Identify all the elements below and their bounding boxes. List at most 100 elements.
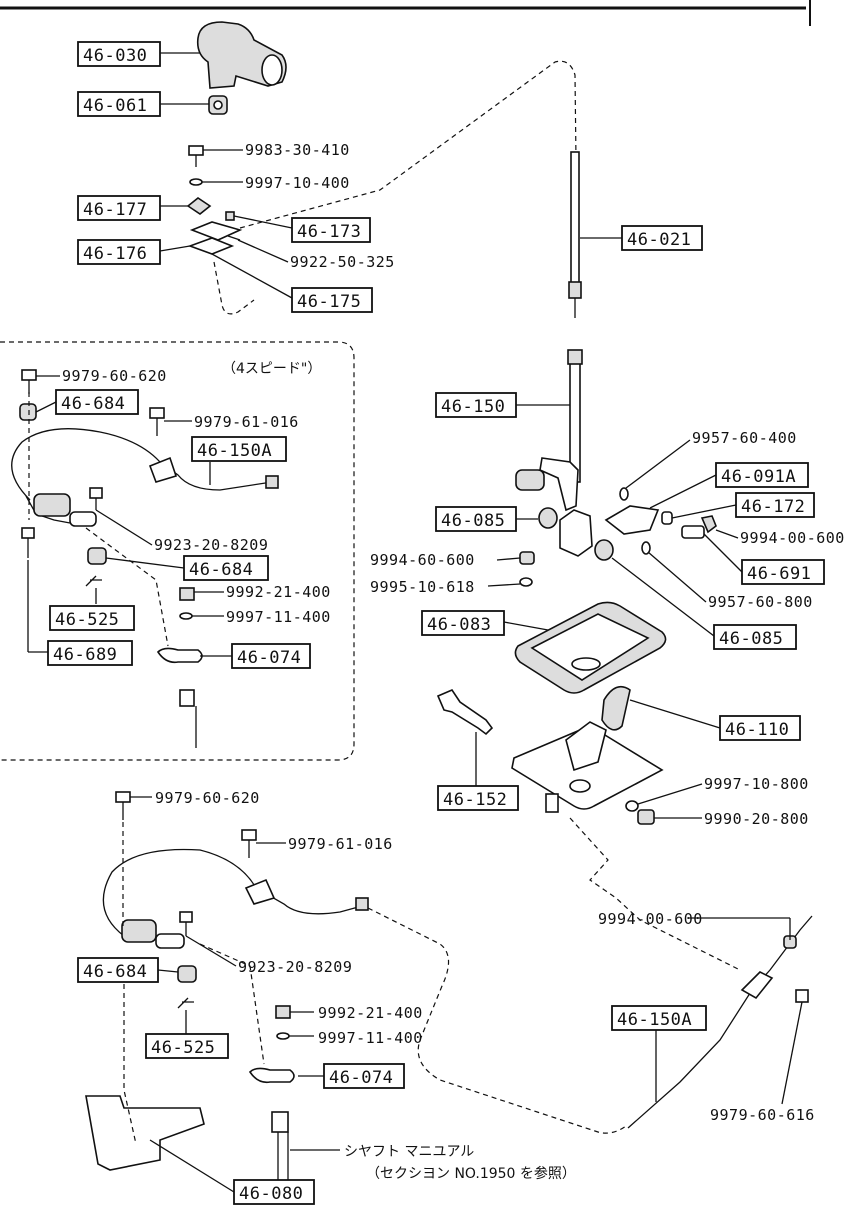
part-46-074-a-label: 46-074 <box>237 648 301 668</box>
part-46-091A: 46-091A <box>715 462 809 488</box>
boot-plate-46083 <box>514 601 667 694</box>
part-46-684-a: 46-684 <box>55 389 139 415</box>
plain-9979-60-620-b: 9979-60-620 <box>155 789 260 807</box>
part-46-021-label: 46-021 <box>627 230 691 250</box>
plain-9957-60-800: 9957-60-800 <box>708 593 813 611</box>
part-46-061: 46-061 <box>77 91 161 117</box>
knob-nut <box>208 95 228 115</box>
shift-manual-note: シヤフト マニユアル <box>344 1144 474 1160</box>
pin-46152 <box>436 689 494 736</box>
part-46-173: 46-173 <box>291 217 371 243</box>
part-46-177: 46-177 <box>77 195 161 221</box>
plain-9994-00-600-b: 9994-00-600 <box>598 910 703 928</box>
section-ref-note: （セクシヨン NO.1950 を参照） <box>366 1165 576 1182</box>
part-46-021: 46-021 <box>621 225 703 251</box>
right-cable-46150A <box>627 915 813 1129</box>
part-46-085-a-label: 46-085 <box>441 511 505 531</box>
main-cable <box>102 848 369 949</box>
part-46-083-label: 46-083 <box>427 615 491 635</box>
plain-9994-60-600: 9994-60-600 <box>370 551 475 569</box>
bushings-right <box>538 487 651 561</box>
four-speed-frame <box>0 341 355 761</box>
plain-9992-21-400-b: 9992-21-400 <box>318 1004 423 1022</box>
part-46-150: 46-150 <box>435 392 517 418</box>
part-46-177-label: 46-177 <box>83 200 147 220</box>
part-46-074-b: 46-074 <box>323 1063 405 1089</box>
part-46-172-label: 46-172 <box>741 497 805 517</box>
part-46-110-label: 46-110 <box>725 720 789 740</box>
plain-9979-60-620-a: 9979-60-620 <box>62 367 167 385</box>
part-46-176: 46-176 <box>77 239 161 265</box>
part-46-085-b-label: 46-085 <box>719 629 783 649</box>
part-46-080-label: 46-080 <box>239 1184 303 1204</box>
rod-46021 <box>568 151 582 318</box>
four-speed-leaders <box>27 375 232 657</box>
shift-knob <box>196 21 287 89</box>
part-46-173-label: 46-173 <box>297 222 361 242</box>
part-46-525-a: 46-525 <box>49 605 135 631</box>
part-46-691-label: 46-691 <box>747 564 811 584</box>
bracket-46091A <box>604 505 717 539</box>
part-46-684-c: 46-684 <box>77 957 159 983</box>
base-46110 <box>511 685 664 813</box>
plain-9983-30-410: 9983-30-410 <box>245 141 350 159</box>
plain-9957-60-400: 9957-60-400 <box>692 429 797 447</box>
part-46-684-c-label: 46-684 <box>83 962 147 982</box>
right-small-hardware <box>519 551 535 587</box>
plain-9922-50-325: 9922-50-325 <box>290 253 395 271</box>
right-leaders <box>475 404 743 819</box>
part-46-150-label: 46-150 <box>441 397 505 417</box>
part-46-691: 46-691 <box>741 559 825 585</box>
part-46-689: 46-689 <box>47 640 133 666</box>
bottom-leaders <box>122 796 803 1193</box>
part-46-689-label: 46-689 <box>53 645 117 665</box>
part-46-085-a: 46-085 <box>435 506 517 532</box>
part-46-074-a: 46-074 <box>231 643 311 669</box>
part-46-150A-b-label: 46-150A <box>617 1010 692 1030</box>
part-46-061-label: 46-061 <box>83 96 147 116</box>
part-46-684-a-label: 46-684 <box>61 394 125 414</box>
part-46-030-label: 46-030 <box>83 46 147 66</box>
plain-9995-10-618: 9995-10-618 <box>370 578 475 596</box>
plain-9997-10-800: 9997-10-800 <box>704 775 809 793</box>
plain-9979-61-016-a: 9979-61-016 <box>194 413 299 431</box>
plain-9979-60-616: 9979-60-616 <box>710 1106 815 1124</box>
four-speed-note: （4スピード"） <box>222 361 321 377</box>
part-46-150A-a-label: 46-150A <box>197 441 272 461</box>
part-46-175-label: 46-175 <box>297 292 361 312</box>
part-46-525-b-label: 46-525 <box>151 1038 215 1058</box>
plain-9923-20-8209-b: 9923-20-8209 <box>238 958 352 976</box>
plain-9997-10-400: 9997-10-400 <box>245 174 350 192</box>
base-nuts <box>625 800 655 825</box>
part-46-684-b: 46-684 <box>183 555 269 581</box>
plain-9992-21-400-a: 9992-21-400 <box>226 583 331 601</box>
part-46-110: 46-110 <box>719 715 801 741</box>
part-46-684-b-label: 46-684 <box>189 560 253 580</box>
plain-9923-20-8209-a: 9923-20-8209 <box>154 536 268 554</box>
part-46-091A-label: 46-091A <box>721 467 796 487</box>
part-46-080: 46-080 <box>233 1179 315 1205</box>
part-46-525-a-label: 46-525 <box>55 610 119 630</box>
plain-9979-61-016-b: 9979-61-016 <box>288 835 393 853</box>
plain-9994-00-600-a: 9994-00-600 <box>740 529 845 547</box>
part-46-074-b-label: 46-074 <box>329 1068 393 1088</box>
part-46-083: 46-083 <box>421 610 505 636</box>
part-46-172: 46-172 <box>735 492 815 518</box>
washer-9997-10 <box>189 178 203 186</box>
leaders-top-left <box>159 52 293 299</box>
part-46-085-b: 46-085 <box>713 624 797 650</box>
shift-lever-46150 <box>515 349 593 557</box>
bracket-46080 <box>85 1095 289 1180</box>
part-46-525-b: 46-525 <box>145 1033 229 1059</box>
plain-9997-11-400-a: 9997-11-400 <box>226 608 331 626</box>
part-46-150A-a: 46-150A <box>191 436 287 462</box>
dash-knob-rod <box>239 60 577 229</box>
four-speed-fasteners <box>19 369 203 748</box>
plain-9990-20-800: 9990-20-800 <box>704 810 809 828</box>
plate-46177 <box>186 197 212 215</box>
part-46-152: 46-152 <box>437 785 519 811</box>
lever-bracket <box>187 211 243 255</box>
part-46-176-label: 46-176 <box>83 244 147 264</box>
bottom-fasteners <box>115 791 295 1084</box>
